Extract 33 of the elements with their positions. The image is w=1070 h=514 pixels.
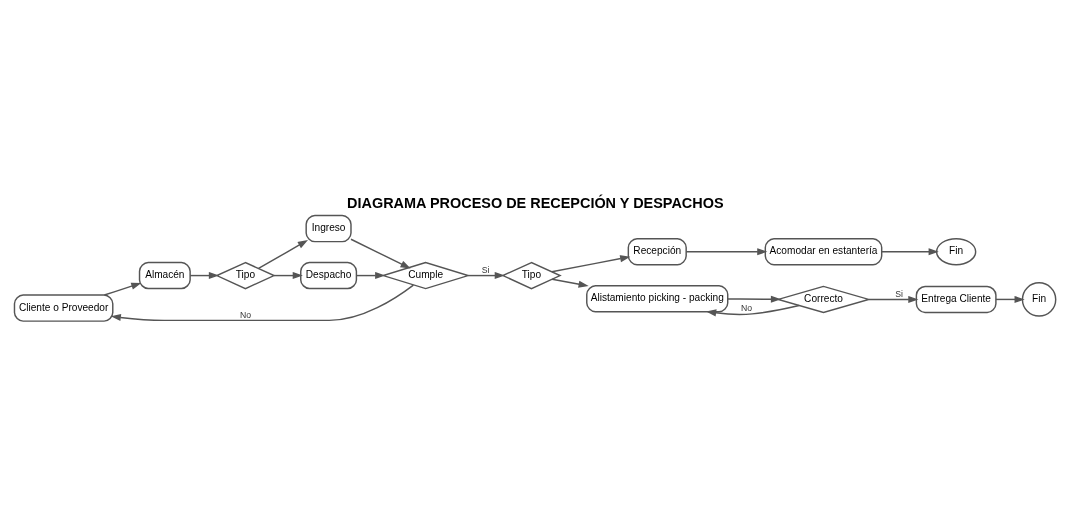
node-box: Acomodar en estantería [764, 237, 883, 265]
arrow [727, 295, 782, 303]
arrow [273, 271, 303, 279]
arrow [110, 283, 415, 321]
node-diamond: Tipo [501, 261, 562, 289]
arrow [551, 278, 589, 288]
arrow [551, 254, 631, 272]
arrow [881, 247, 939, 255]
node-diamond: Tipo [215, 261, 276, 289]
arrow [685, 247, 768, 255]
node-box: Alistamiento picking - packing [586, 284, 729, 312]
node-box: Ingreso [305, 214, 352, 242]
edge-label: No [239, 309, 251, 320]
arrow [189, 271, 219, 279]
diagram-title: DIAGRAMA PROCESO DE RECEPCIÓN Y DESPACHOS [347, 194, 724, 211]
arrow [706, 304, 800, 316]
node-circle: Fin [1021, 281, 1057, 317]
edge-label: Si [481, 264, 490, 275]
arrow [995, 295, 1025, 303]
node-box: Almacén [138, 261, 191, 289]
arrow [868, 295, 919, 303]
node-ellipse: Fin [935, 237, 977, 265]
node-box: Recepción [627, 237, 687, 265]
arrow [257, 239, 308, 269]
arrow [467, 271, 505, 279]
edge-label: No [740, 302, 753, 313]
node-box: Entrega Cliente [915, 285, 997, 313]
arrow [103, 282, 142, 296]
node-box: Cliente o Proveedor [13, 293, 114, 322]
node-box: Despacho [300, 261, 358, 289]
edge-label: Si [895, 288, 903, 299]
arrow [355, 271, 386, 279]
arrow [350, 238, 411, 269]
